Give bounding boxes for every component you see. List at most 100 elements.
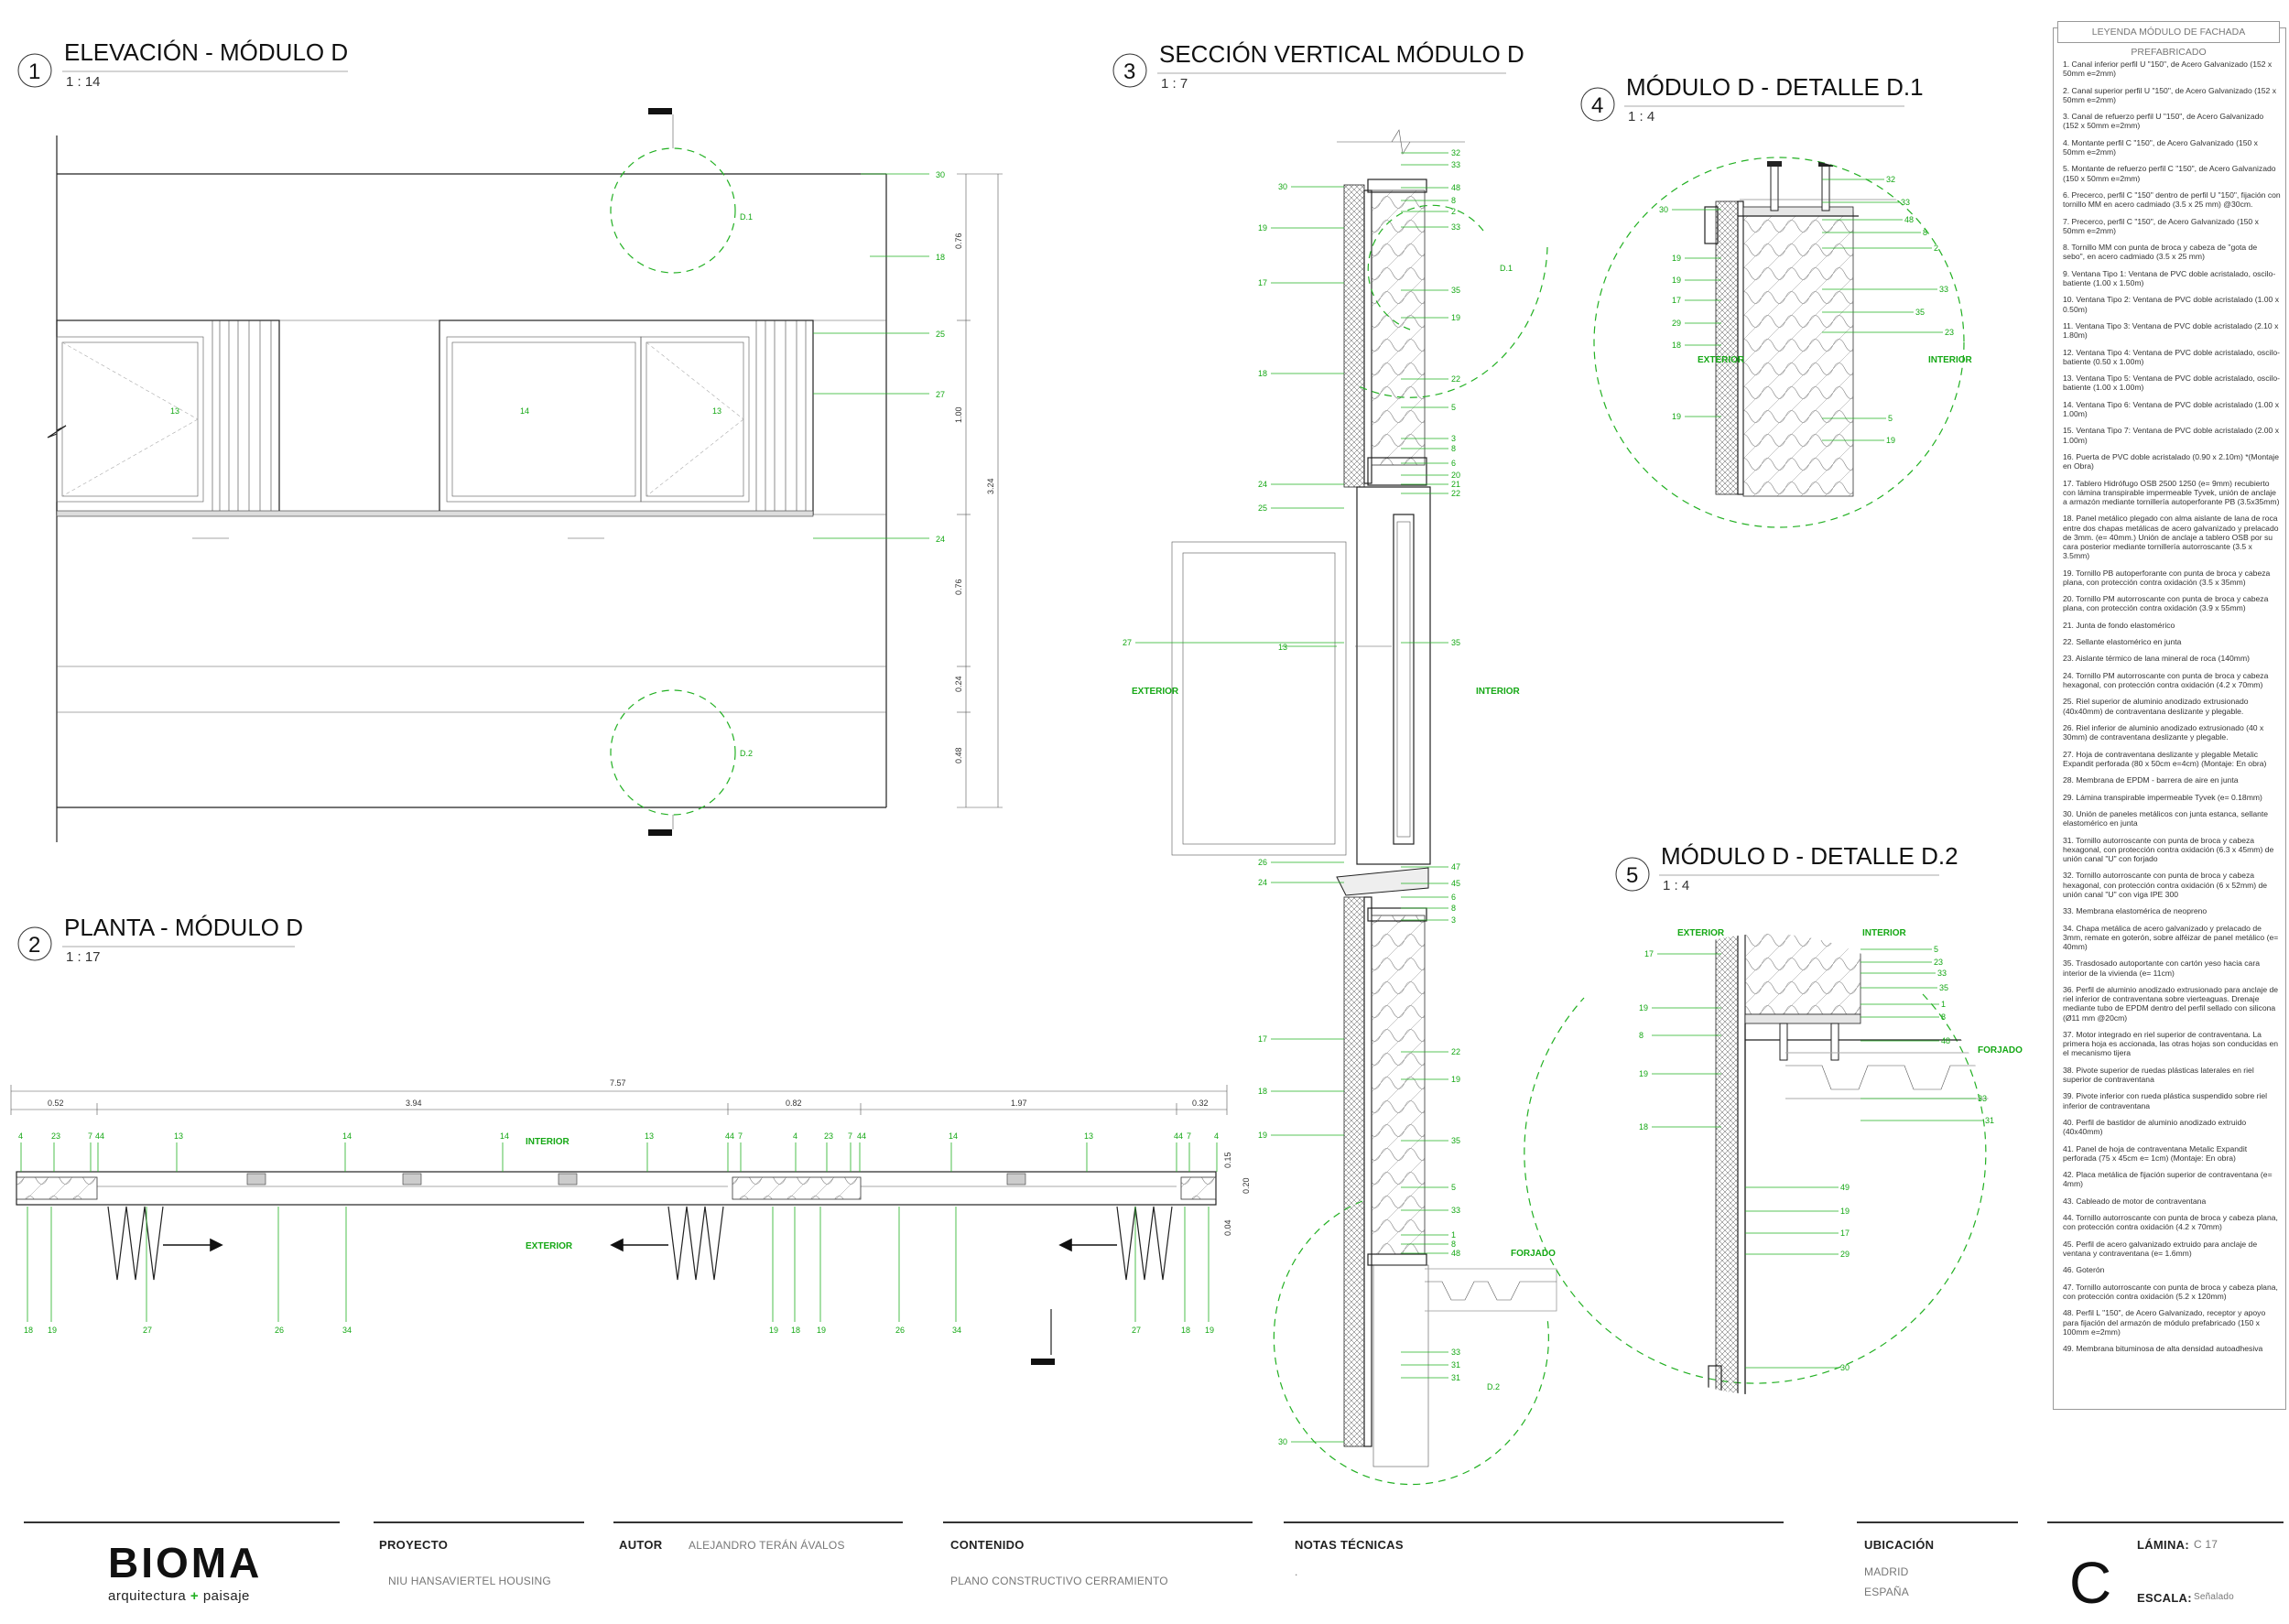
legend-item: 44. Tornillo autorroscante con punta de … bbox=[2063, 1213, 2278, 1232]
view-scale: 1 : 14 bbox=[66, 74, 101, 90]
callout-tag: 35 bbox=[1915, 308, 1925, 317]
callout-tag: 5 bbox=[1451, 1183, 1456, 1192]
side-label-interior: INTERIOR bbox=[526, 1137, 570, 1147]
callout-tag: 27 bbox=[143, 1326, 152, 1335]
legend-item: 41. Panel de hoja de contraventana Metal… bbox=[2063, 1143, 2248, 1163]
callout-tag: 7 bbox=[848, 1131, 852, 1141]
view-detail-d1: 4 MÓDULO D - DETALLE D.1 1 : 4 EXTERIOR … bbox=[1580, 73, 1973, 528]
side-label-exterior: EXTERIOR bbox=[1698, 355, 1745, 365]
view-scale: 1 : 7 bbox=[1161, 76, 1188, 92]
legend-item: 15. Ventana Tipo 7: Ventana de PVC doble… bbox=[2063, 426, 2280, 445]
legend-item: 47. Tornillo autorroscante con punta de … bbox=[2063, 1282, 2278, 1301]
callout-tag: 31 bbox=[1985, 1116, 1994, 1125]
callout-tag: 27 bbox=[1123, 638, 1132, 647]
callout-tag: 19 bbox=[1451, 1075, 1460, 1084]
callout-tag: 5 bbox=[1888, 414, 1893, 423]
callout-tag: 23 bbox=[1934, 958, 1943, 967]
side-label-interior: INTERIOR bbox=[1862, 928, 1907, 938]
sheet-value: C 17 bbox=[2194, 1538, 2218, 1551]
detail-circle bbox=[1593, 157, 1965, 528]
legend-item: 13. Ventana Tipo 5: Ventana de PVC doble… bbox=[2063, 374, 2280, 393]
callout-tag: 22 bbox=[1451, 1047, 1460, 1056]
content-value: PLANO CONSTRUCTIVO CERRAMIENTO bbox=[950, 1575, 1168, 1587]
location-label: UBICACIÓN bbox=[1864, 1538, 1935, 1552]
callout-tag: 19 bbox=[1258, 1131, 1267, 1140]
callout-tag: 13 bbox=[1084, 1131, 1093, 1141]
side-label-exterior: EXTERIOR bbox=[1132, 687, 1179, 697]
callout-tag: 8 bbox=[1941, 1012, 1946, 1022]
detail-circle-d2 bbox=[1273, 1200, 1549, 1486]
dimension: 0.82 bbox=[786, 1099, 802, 1108]
legend-item: 38. Pivote superior de ruedas plásticas … bbox=[2063, 1065, 2254, 1084]
callout-tag: 2 bbox=[1451, 207, 1456, 216]
callout-tag: 29 bbox=[1672, 319, 1681, 328]
view-section: 3 SECCIÓN VERTICAL MÓDULO D 1 : 7 bbox=[1112, 40, 1557, 1486]
dimension: 1.00 bbox=[954, 406, 963, 423]
legend-item: 43. Cableado de motor de contraventana bbox=[2063, 1196, 2207, 1206]
detail-label: D.2 bbox=[740, 749, 753, 758]
dimension: 0.76 bbox=[954, 579, 963, 595]
callout-tag: 32 bbox=[1451, 148, 1460, 157]
author-value: ALEJANDRO TERÁN ÁVALOS bbox=[689, 1539, 845, 1552]
view-elevation: 1 ELEVACIÓN - MÓDULO D 1 : 14 bbox=[17, 38, 1003, 842]
scale-value: Señalado bbox=[2194, 1592, 2234, 1602]
callout-tag: 17 bbox=[1258, 1034, 1267, 1044]
scale-label: ESCALA: bbox=[2137, 1591, 2192, 1605]
window-label: 14 bbox=[520, 406, 529, 416]
view-scale: 1 : 4 bbox=[1628, 109, 1654, 125]
callout-tag: 35 bbox=[1939, 983, 1948, 992]
legend-item: 22. Sellante elastomérico en junta bbox=[2063, 637, 2182, 647]
callout-tag: 1 bbox=[1941, 1000, 1946, 1009]
callout-tag: 18 bbox=[1181, 1326, 1190, 1335]
view-detail-d2: 5 MÓDULO D - DETALLE D.2 1 : 4 EXTERIOR … bbox=[1524, 842, 2023, 1395]
callout-tag: 25 bbox=[936, 330, 945, 339]
author-label: AUTOR bbox=[619, 1538, 663, 1552]
callout-tag: 45 bbox=[1451, 879, 1460, 888]
legend-item: 19. Tornillo PB autoperforante con punta… bbox=[2063, 568, 2271, 587]
callout-tag: 14 bbox=[500, 1131, 509, 1141]
callout-tag: 29 bbox=[1840, 1250, 1850, 1259]
side-label-exterior: EXTERIOR bbox=[526, 1241, 573, 1251]
legend-item: 46. Goterón bbox=[2063, 1265, 2105, 1275]
callout-tag: 2 bbox=[1934, 244, 1938, 253]
legend-item: 3. Canal de refuerzo perfil U "150", de … bbox=[2063, 112, 2264, 131]
callout-tag: 17 bbox=[1644, 949, 1654, 958]
view-title: MÓDULO D - DETALLE D.1 bbox=[1626, 73, 1924, 101]
project-value: NIU HANSAVIERTEL HOUSING bbox=[388, 1575, 551, 1587]
section-marker bbox=[648, 108, 672, 114]
callout-tag: 26 bbox=[275, 1326, 284, 1335]
callout-tag: 31 bbox=[1451, 1373, 1460, 1382]
legend-item: 7. Precerco, perfil C "150", de Acero Ga… bbox=[2063, 216, 2259, 235]
legend-item: 30. Unión de paneles metálicos con junta… bbox=[2063, 809, 2269, 828]
dimension: 0.48 bbox=[954, 747, 963, 763]
legend-item: 48. Perfil L "150", de Acero Galvanizado… bbox=[2063, 1308, 2266, 1337]
callout-tag: 34 bbox=[952, 1326, 961, 1335]
dimension: 0.52 bbox=[48, 1099, 64, 1108]
side-label-interior: INTERIOR bbox=[1476, 687, 1521, 697]
callout-tag: 27 bbox=[1132, 1326, 1141, 1335]
callout-tag: 20 bbox=[1451, 471, 1460, 480]
notes-value: . bbox=[1295, 1565, 1298, 1578]
divider bbox=[1857, 1521, 2018, 1523]
callout-tag: 5 bbox=[1934, 945, 1938, 954]
callout-tag: 26 bbox=[1258, 858, 1267, 867]
window-label: 13 bbox=[712, 406, 721, 416]
project-label: PROYECTO bbox=[379, 1538, 449, 1552]
view-number: 3 bbox=[1123, 60, 1135, 84]
section-marker bbox=[648, 829, 672, 836]
callout-tag: 13 bbox=[174, 1131, 183, 1141]
legend-item: 26. Riel inferior de aluminio anodizado … bbox=[2063, 723, 2264, 742]
callout-tag: 25 bbox=[1258, 503, 1267, 513]
callout-tag: 8 bbox=[1451, 904, 1456, 913]
drawing-canvas: 1 ELEVACIÓN - MÓDULO D 1 : 14 bbox=[10, 38, 2023, 1486]
callout-tag: 8 bbox=[1451, 444, 1456, 453]
callout-tag: 19 bbox=[1672, 276, 1681, 285]
view-number: 2 bbox=[28, 933, 40, 958]
view-title: PLANTA - MÓDULO D bbox=[64, 914, 303, 941]
detail-circle-d1 bbox=[1367, 204, 1484, 330]
detail-circle-d2 bbox=[610, 689, 736, 816]
callout-tag: 18 bbox=[1672, 341, 1681, 350]
brand-tagline: arquitectura + paisaje bbox=[108, 1588, 250, 1604]
callout-tag: 19 bbox=[1451, 313, 1460, 322]
